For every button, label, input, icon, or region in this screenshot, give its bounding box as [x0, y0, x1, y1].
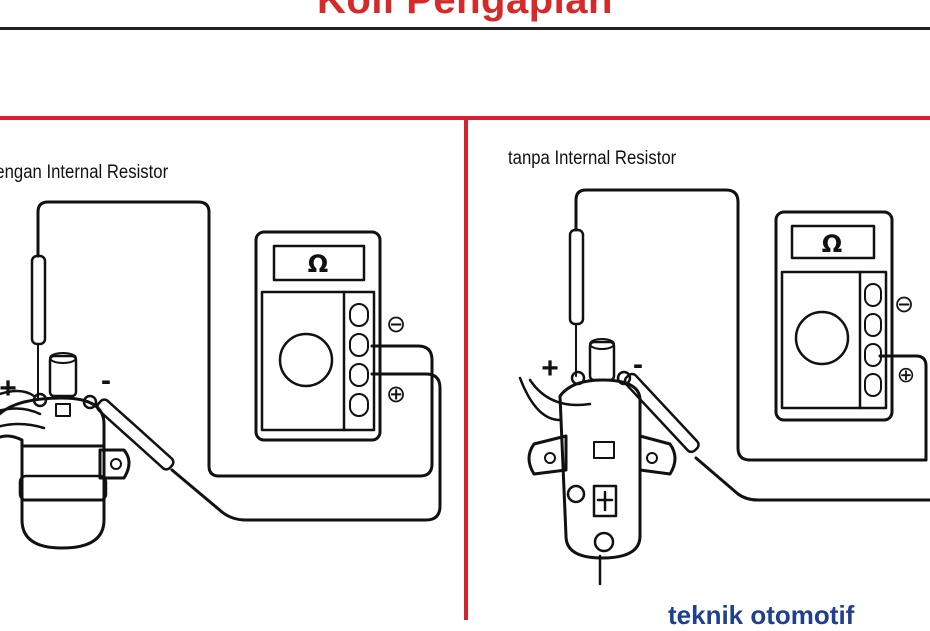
left-multimeter [254, 230, 382, 442]
right-negative-lead [694, 456, 930, 502]
right-ignition-coil [518, 338, 677, 586]
page-title: Koil Pengapian [317, 0, 613, 22]
right-negative-terminal-icon: ⊖ [894, 290, 914, 318]
left-meter-display [272, 244, 366, 282]
right-meter-dial [794, 310, 850, 366]
left-positive-terminal-icon: ⊕ [386, 380, 406, 408]
right-probe-lead [574, 188, 928, 462]
left-plus-mark: + [0, 372, 17, 405]
right-upper-probe [568, 228, 585, 326]
left-minus-mark: - [101, 364, 111, 397]
right-meter-lead [878, 354, 928, 462]
left-negative-lead [170, 372, 442, 522]
left-diagram: Ω ⊖ ⊕ + - [0, 200, 442, 550]
right-multimeter [774, 210, 894, 422]
left-panel-label: dengan Internal Resistor [0, 162, 169, 183]
left-ohm-symbol: Ω [308, 250, 328, 278]
left-ignition-coil [0, 352, 131, 550]
left-lower-probe [96, 398, 175, 471]
left-upper-probe [30, 254, 47, 346]
left-meter-dial [278, 332, 334, 388]
watermark-text: teknik otomotif [668, 600, 855, 630]
right-lower-probe [623, 372, 700, 454]
right-meter-display [790, 224, 876, 260]
right-positive-terminal-icon: ⊕ [897, 363, 915, 388]
right-ohm-symbol: Ω [822, 230, 842, 258]
title-underline [0, 27, 930, 30]
right-plus-mark: + [541, 352, 559, 385]
left-negative-terminal-icon: ⊖ [386, 310, 406, 338]
right-panel-label: tanpa Internal Resistor [508, 148, 677, 169]
panel-divider [464, 116, 468, 620]
left-probe-lead [36, 200, 434, 478]
right-diagram: Ω ⊖ ⊕ + - [518, 188, 930, 586]
right-minus-mark: - [633, 348, 643, 381]
